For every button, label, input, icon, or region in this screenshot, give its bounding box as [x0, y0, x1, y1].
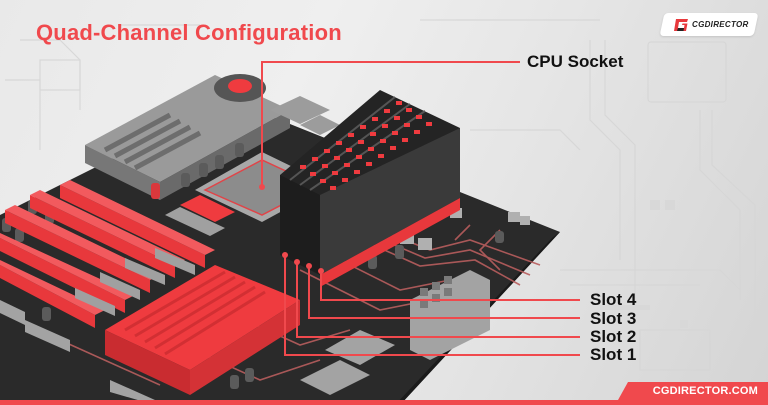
- slot2-leader: [296, 262, 580, 338]
- slot1-label: Slot 1: [590, 345, 637, 364]
- leader-lines: [261, 61, 580, 356]
- ram-modules: [280, 90, 460, 287]
- logo-text: CGDIRECTOR: [692, 20, 749, 29]
- slot4-leader: [320, 271, 580, 301]
- footer-badge-bg: [618, 382, 768, 400]
- slot1-leader: [284, 255, 580, 356]
- cpu-socket-label: CPU Socket: [527, 52, 624, 71]
- footer-url: CGDIRECTOR.COM: [652, 385, 758, 397]
- pcie-slots: [0, 180, 215, 328]
- slot3-label: Slot 3: [590, 309, 637, 328]
- vrm-heatsink: [85, 74, 290, 200]
- slot4-label: Slot 4: [590, 290, 637, 309]
- footer-url-badge[interactable]: CGDIRECTOR.COM: [618, 382, 768, 400]
- cgdirector-logo[interactable]: CGDIRECTOR: [668, 13, 758, 36]
- cgdirector-logo-icon: [674, 18, 688, 31]
- cpu-socket-leader: [261, 61, 520, 187]
- slot3-leader: [308, 266, 580, 319]
- bottom-accent-bar: [0, 400, 768, 405]
- chipset-heatsink: [105, 265, 300, 395]
- diagram-title: Quad-Channel Configuration: [36, 20, 342, 45]
- slot2-label: Slot 2: [590, 327, 637, 346]
